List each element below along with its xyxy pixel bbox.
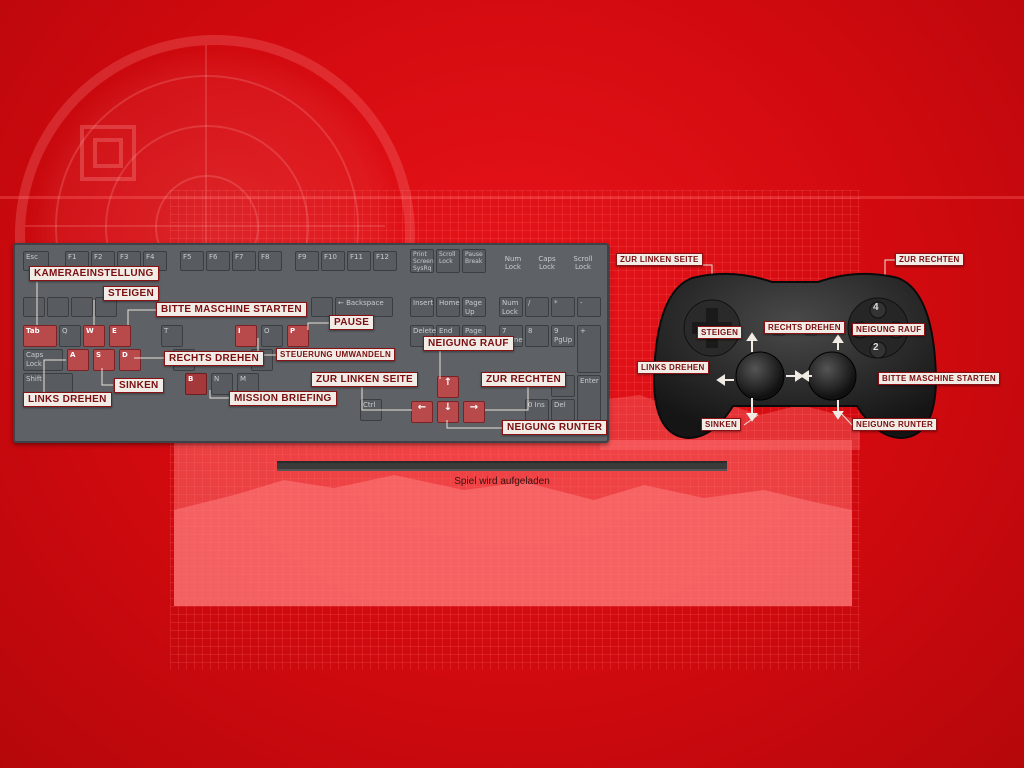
key-w: W xyxy=(83,325,105,347)
label-steigen: STEIGEN xyxy=(103,286,159,301)
key-o: O xyxy=(261,325,283,347)
gamepad-diagram: 4 2 xyxy=(652,268,938,440)
key-t: T xyxy=(161,325,183,347)
led-caps-lock: Caps Lock xyxy=(538,255,556,271)
key-m: M xyxy=(237,373,259,395)
label-neigung-rauf: NEIGUNG RAUF xyxy=(423,336,514,351)
pad-label-bitte-maschine-starten: BITTE MASCHINE STARTEN xyxy=(878,372,1001,385)
key-ctrl: Ctrl xyxy=(360,399,382,421)
key-number-row xyxy=(71,297,93,317)
key-arrow-up: ↑ xyxy=(437,376,459,398)
label-rechts-drehen: RECHTS DREHEN xyxy=(164,351,265,366)
key-f10: F10 xyxy=(321,251,345,271)
key-arrow-down: ↓ xyxy=(437,401,459,423)
key-f11: F11 xyxy=(347,251,371,271)
key-plus: + xyxy=(577,325,601,373)
key-q: Q xyxy=(59,325,81,347)
label-links-drehen: LINKS DREHEN xyxy=(23,392,112,407)
key-minus: - xyxy=(577,297,601,317)
label-zur-linken-seite: ZUR LINKEN SEITE xyxy=(311,372,419,387)
pad-label-neigung-rauf: NEIGUNG RAUF xyxy=(852,323,926,336)
key-num-lock: Num Lock xyxy=(499,297,523,317)
label-pause: PAUSE xyxy=(329,315,375,330)
key-s: S xyxy=(93,349,115,371)
pad-label-steigen: STEIGEN xyxy=(697,326,743,339)
key-scroll-lock: Scroll Lock xyxy=(436,249,460,273)
key-pause: Pause Break xyxy=(462,249,486,273)
label-bitte-maschine-starten: BITTE MASCHINE STARTEN xyxy=(156,302,307,317)
pad-label-links-drehen: LINKS DREHEN xyxy=(637,361,709,374)
key-n: N xyxy=(211,373,233,395)
loading-text: Spiel wird aufgeladen xyxy=(454,476,550,487)
key-f8: F8 xyxy=(258,251,282,271)
key-print: Print Screen SysRq xyxy=(410,249,434,273)
key-e: E xyxy=(109,325,131,347)
key-number-row xyxy=(23,297,45,317)
button-4-label: 4 xyxy=(873,302,879,313)
label-kameraeinstellung: KAMERAEINSTELLUNG xyxy=(29,266,159,281)
key-num9: 9 PgUp xyxy=(551,325,575,347)
key-slash: / xyxy=(525,297,549,317)
pad-label-zur-linken-seite: ZUR LINKEN SEITE xyxy=(616,253,703,266)
key-b: B xyxy=(185,373,207,395)
key-num0: 0 Ins xyxy=(525,399,549,421)
key-d: D xyxy=(119,349,141,371)
loading-progress-bar xyxy=(277,461,727,471)
key-arrow-left: ← xyxy=(411,401,433,423)
key-caps-lock: Caps Lock xyxy=(23,349,63,371)
label-steuerung-umwandeln: STEUERUNG UMWANDELN xyxy=(276,348,396,361)
key-enter: Enter xyxy=(577,375,601,423)
key-tab: Tab xyxy=(23,325,57,347)
led-scroll-lock: Scroll Lock xyxy=(573,255,593,271)
key-arrow-right: → xyxy=(463,401,485,423)
bg-band xyxy=(0,196,1024,199)
key-f7: F7 xyxy=(232,251,256,271)
key-f6: F6 xyxy=(206,251,230,271)
led-num-lock: Num Lock xyxy=(504,255,522,271)
key-f9: F9 xyxy=(295,251,319,271)
key-backspace: ← Backspace xyxy=(335,297,393,317)
key-page-up: Page Up xyxy=(462,297,486,317)
pad-label-sinken: SINKEN xyxy=(701,418,742,431)
key-number-row xyxy=(311,297,333,317)
key-home: Home xyxy=(436,297,460,317)
label-zur-rechten: ZUR RECHTEN xyxy=(481,372,566,387)
pad-label-zur-rechten: ZUR RECHTEN xyxy=(895,253,964,266)
label-mission-briefing: MISSION BRIEFING xyxy=(229,391,337,406)
key-star: * xyxy=(551,297,575,317)
key-f5: F5 xyxy=(180,251,204,271)
label-neigung-runter: NEIGUNG RUNTER xyxy=(502,420,608,435)
key-i: I xyxy=(235,325,257,347)
pad-label-rechts-drehen: RECHTS DREHEN xyxy=(764,321,845,334)
key-numpad-del: Del xyxy=(551,399,575,421)
key-insert: Insert xyxy=(410,297,434,317)
label-sinken: SINKEN xyxy=(114,378,164,393)
key-number-row xyxy=(47,297,69,317)
button-2-label: 2 xyxy=(873,342,879,353)
key-p: P xyxy=(287,325,309,347)
key-f12: F12 xyxy=(373,251,397,271)
key-a: A xyxy=(67,349,89,371)
key-num8: 8 xyxy=(525,325,549,347)
pad-label-neigung-runter: NEIGUNG RUNTER xyxy=(852,418,938,431)
